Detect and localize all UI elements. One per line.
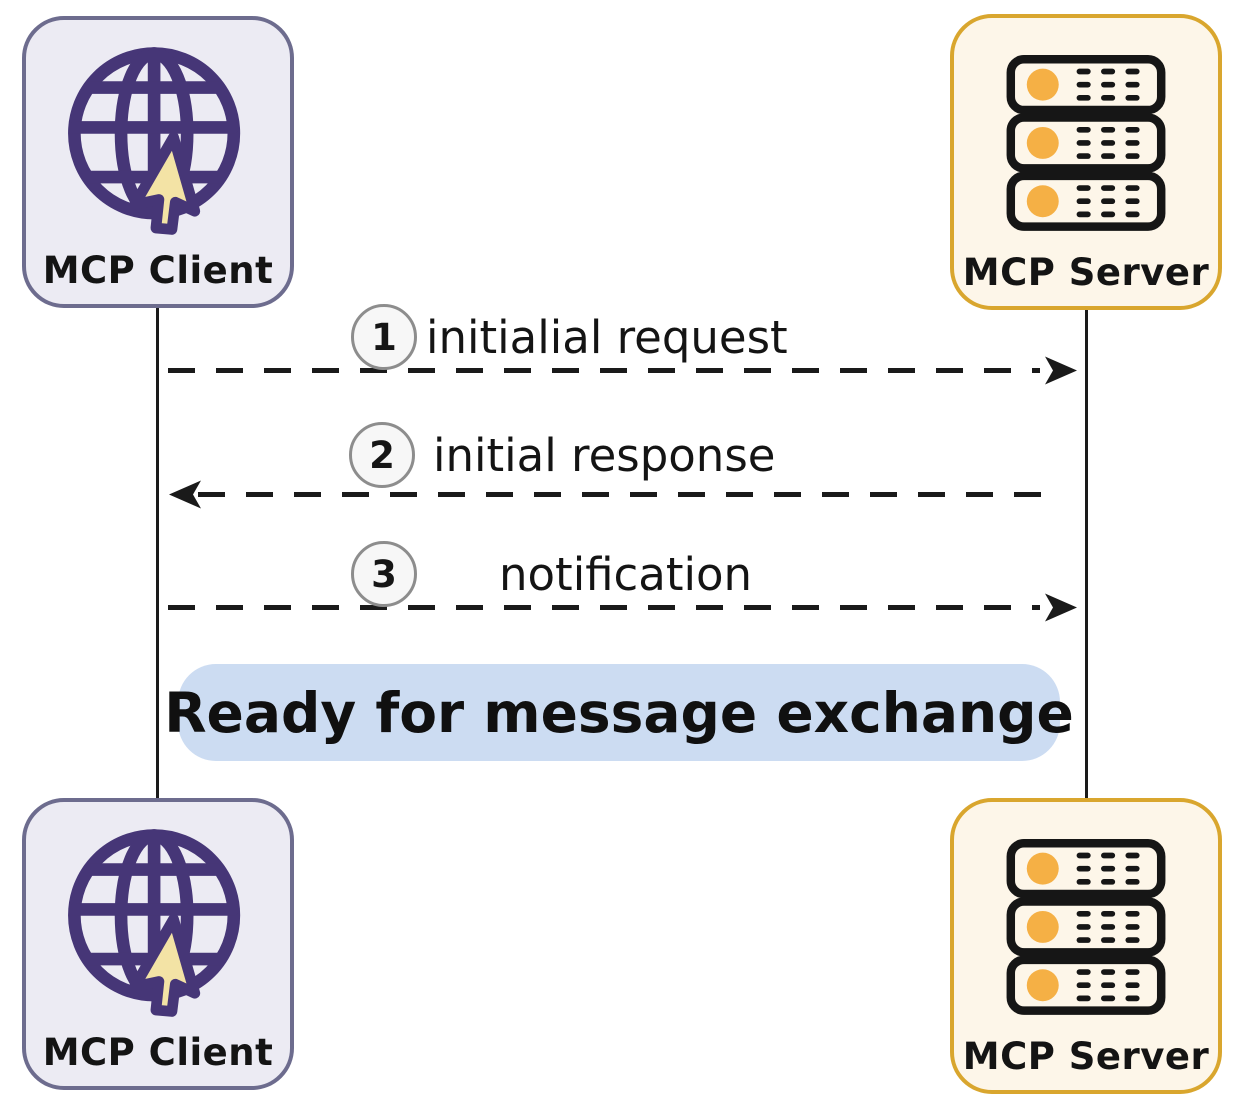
- mcp-client-box-top: MCP Client: [22, 16, 294, 308]
- actor-label: MCP Server: [962, 1035, 1210, 1078]
- message-label: initial response: [433, 428, 776, 482]
- actor-label: MCP Server: [962, 251, 1210, 294]
- arrow-initial-request: [168, 356, 1077, 385]
- message-initial-request: 1 initialial request: [351, 303, 788, 371]
- arrowhead-right-icon: [1045, 593, 1077, 622]
- globe-cursor-icon: [60, 820, 256, 1032]
- ready-banner-text: Ready for message exchange: [164, 680, 1074, 745]
- ready-banner: Ready for message exchange: [164, 664, 1074, 761]
- arrow-initial-response: [169, 480, 1058, 509]
- step-number-badge: 2: [349, 422, 415, 488]
- server-stack-icon: [992, 48, 1180, 236]
- mcp-server-box-bottom: MCP Server: [950, 798, 1222, 1094]
- message-label: initialial request: [426, 310, 788, 364]
- message-notification: 3 notification: [351, 540, 752, 608]
- arrow-notification: [168, 593, 1077, 622]
- message-label: notification: [499, 547, 753, 601]
- arrowhead-left-icon: [169, 480, 201, 509]
- actor-label: MCP Client: [42, 249, 274, 292]
- step-number-badge: 1: [351, 304, 417, 370]
- globe-cursor-icon: [60, 38, 256, 250]
- server-stack-icon: [992, 832, 1180, 1020]
- step-number-badge: 3: [351, 541, 417, 607]
- mcp-server-box-top: MCP Server: [950, 14, 1222, 310]
- arrowhead-right-icon: [1045, 356, 1077, 385]
- mcp-client-box-bottom: MCP Client: [22, 798, 294, 1090]
- actor-label: MCP Client: [42, 1031, 274, 1074]
- message-initial-response: 2 initial response: [349, 421, 775, 489]
